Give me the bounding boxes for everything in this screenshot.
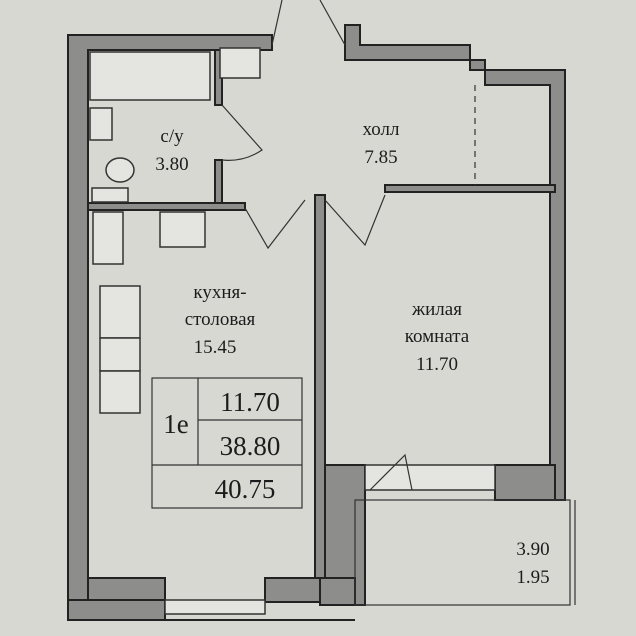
fixtures: [89, 47, 261, 414]
room-area-hall: 7.85: [364, 147, 397, 168]
counter: [99, 370, 141, 414]
room-name-kitchen-2: столовая: [185, 309, 256, 330]
counter: [99, 337, 141, 372]
kitchen-sink-icon: [159, 211, 206, 248]
toilet-icon: [105, 157, 135, 183]
apartment-type: 1е: [163, 409, 189, 439]
living-area: 11.70: [220, 387, 280, 417]
room-area-kitchen: 15.45: [194, 337, 237, 358]
stove-icon: [99, 285, 141, 339]
summary-table: 1е 11.70 38.80 40.75: [151, 377, 303, 509]
room-name-living-2: комната: [405, 326, 470, 347]
room-name-kitchen: кухня-: [193, 282, 246, 303]
window-living: [364, 464, 496, 491]
sink-icon: [89, 107, 113, 141]
window-kitchen: [164, 599, 266, 615]
washer-icon: [219, 47, 261, 79]
room-name-bathroom: с/у: [160, 126, 184, 147]
fridge-icon: [92, 211, 124, 265]
room-area-bathroom: 3.80: [155, 154, 188, 175]
door-swings: [221, 0, 413, 491]
bathtub-icon: [89, 51, 211, 101]
heater-icon: [91, 187, 129, 203]
walls: [67, 24, 566, 621]
room-name-living: жилая: [411, 299, 462, 320]
balcony-outline: [354, 499, 571, 606]
total-area-with-balcony: 40.75: [215, 474, 276, 504]
total-area: 38.80: [220, 431, 281, 461]
balcony-area: 3.90: [516, 539, 549, 560]
room-area-living: 11.70: [416, 354, 458, 375]
room-name-hall: холл: [363, 119, 401, 140]
balcony-area-reduced: 1.95: [516, 567, 549, 588]
